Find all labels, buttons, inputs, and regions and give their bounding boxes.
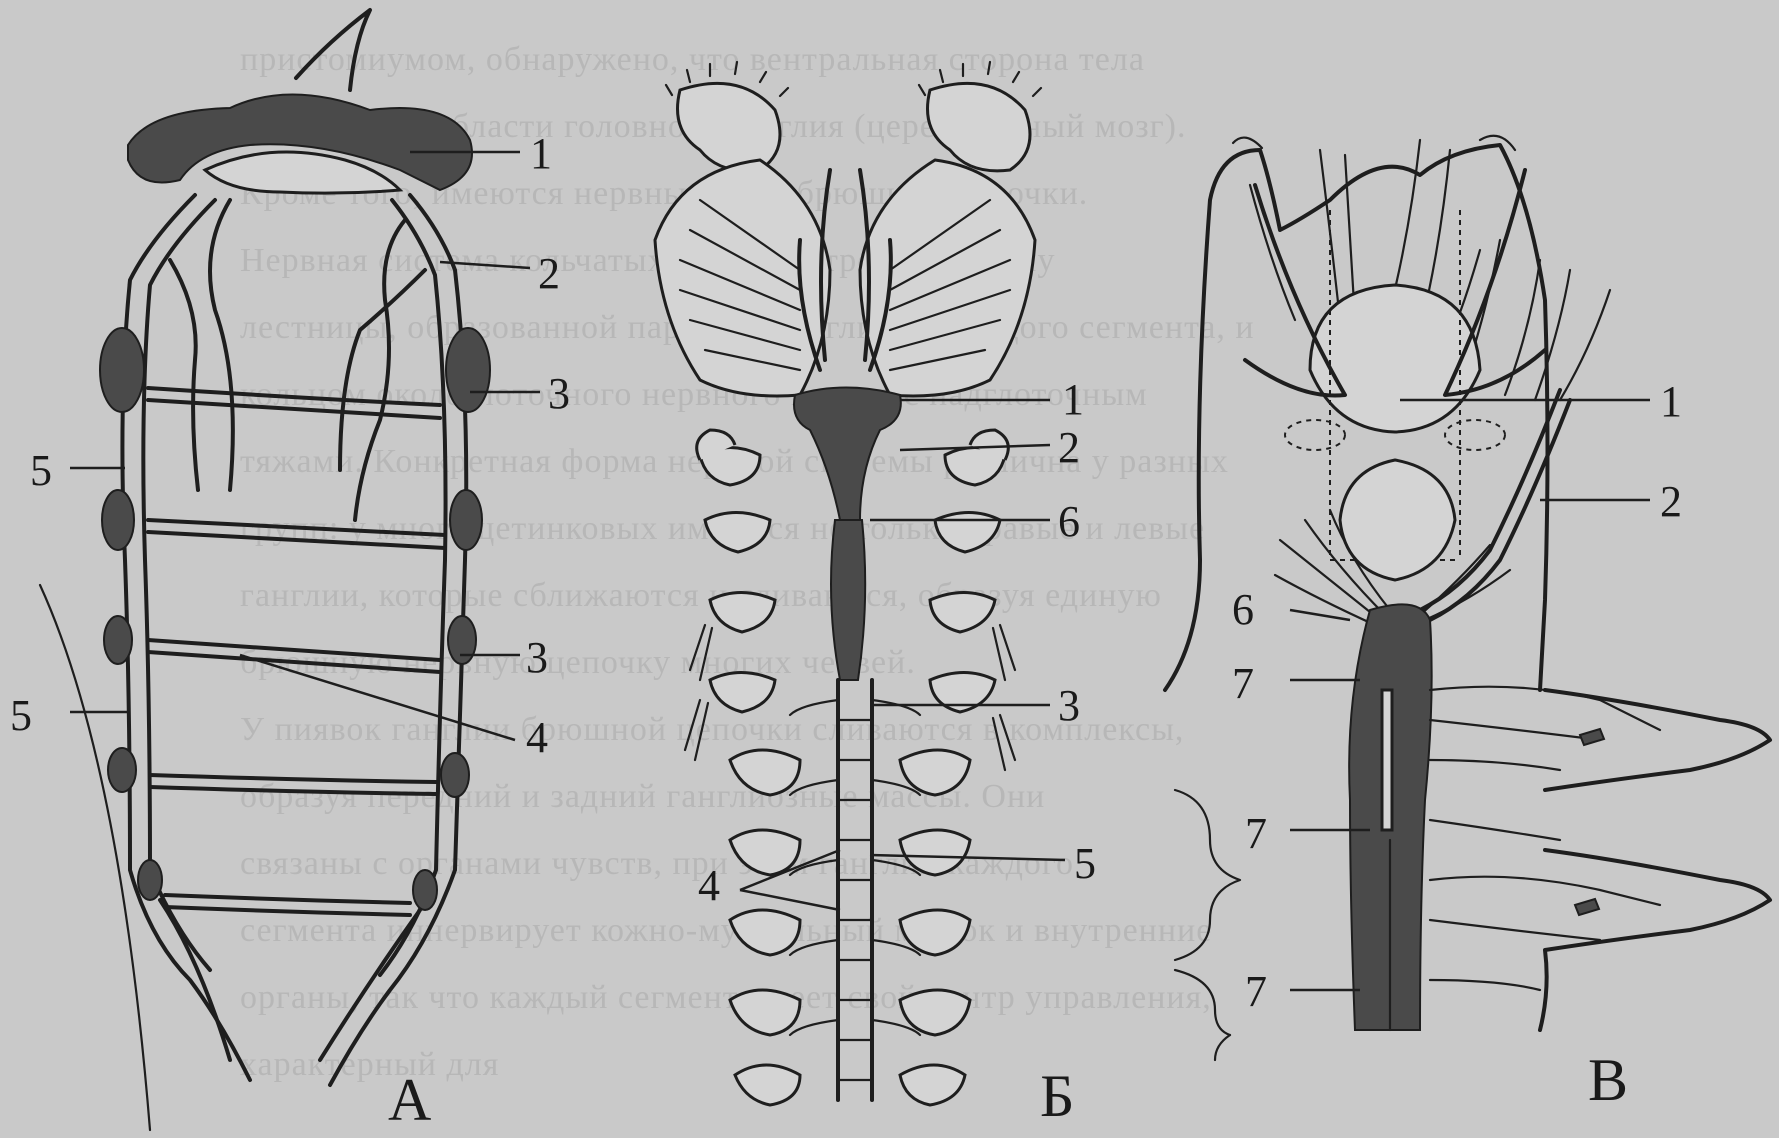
panel-c-callout-7-lower: 7 — [1245, 967, 1267, 1016]
panel-c-dashed-eye-right — [1445, 420, 1505, 450]
panel-a-callout-3-lower: 3 — [526, 633, 548, 682]
background-text-line: кольцом окологлоточного нервного кольца … — [240, 376, 1148, 413]
panel-a-callout-2: 2 — [538, 249, 560, 298]
panel-a-inner-nerve-left-2 — [170, 260, 198, 490]
panel-a-callout-5-upper: 5 — [30, 446, 52, 495]
panel-c-callout-1: 1 — [1660, 377, 1682, 426]
panel-b-callout-5: 5 — [1074, 839, 1096, 888]
panel-a-segmental-ganglia — [100, 328, 490, 910]
background-text-line: У пиявок ганглии брюшной цепочки сливают… — [240, 711, 1184, 748]
panel-c-segment-nerves — [1430, 687, 1660, 990]
panel-c-cerebral-dome — [1310, 285, 1480, 432]
panel-b-left-head-lobe — [678, 83, 781, 170]
panel-b-callout-6: 6 — [1058, 497, 1080, 546]
panel-c-body-lower — [1545, 690, 1770, 790]
panel-a-callout-1: 1 — [530, 129, 552, 178]
panel-a-inner-nerve-left — [210, 200, 233, 490]
background-text-line: характерный для — [240, 1046, 499, 1083]
panel-b-nerve-chain-front — [831, 520, 865, 680]
background-text-line: сегмента иннервирует кожно-мускульный ме… — [240, 912, 1212, 949]
panel-c-callout-7-middle: 7 — [1245, 809, 1267, 858]
panel-c-callout-2: 2 — [1660, 477, 1682, 526]
panel-c-dashed-eye-left — [1285, 420, 1345, 450]
panel-a-inner-nerve-right-2 — [340, 270, 425, 470]
panel-c-brace-2b — [1215, 1035, 1230, 1060]
panel-a-tail-left — [160, 900, 230, 1060]
panel-c: 1 2 6 7 7 7 В — [1165, 136, 1770, 1113]
panel-b-label: Б — [1040, 1063, 1074, 1129]
panel-b-callout-3: 3 — [1058, 681, 1080, 730]
panel-a-body-outline — [40, 585, 150, 1130]
panel-b-right-head-lobe — [928, 83, 1031, 170]
panel-b-callout-2: 2 — [1058, 423, 1080, 472]
background-text-line: пристомиумом, обнаружено, что вентральна… — [240, 41, 1145, 78]
panel-a-callout-4: 4 — [526, 713, 548, 762]
panel-c-body-lower-2 — [1540, 850, 1770, 1030]
panel-b-callout-4: 4 — [698, 861, 720, 910]
panel-a-callout-5-lower: 5 — [10, 691, 32, 740]
background-text-line: ганглии, которые сближаются и сливаются,… — [240, 577, 1162, 614]
panel-b-callout-1: 1 — [1062, 375, 1084, 424]
panel-a-left-cord-inner — [143, 200, 215, 970]
background-text-line: брюшную нервную цепочку многих червей. — [240, 644, 916, 681]
panel-c-left-tip — [1233, 138, 1262, 148]
panel-a-label: А — [388, 1067, 431, 1133]
panel-c-label: В — [1588, 1047, 1628, 1113]
panel-c-callouts: 1 2 6 7 7 7 — [1232, 377, 1682, 1016]
panel-c-callout-6: 6 — [1232, 585, 1254, 634]
panel-c-cord-channel — [1382, 690, 1392, 830]
panel-a-callout-3-upper: 3 — [548, 369, 570, 418]
panel-c-callout-7-upper: 7 — [1232, 659, 1254, 708]
